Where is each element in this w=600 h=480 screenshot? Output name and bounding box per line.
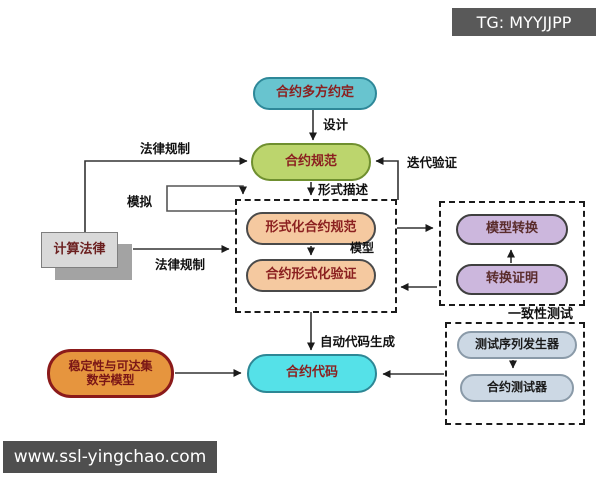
node-transform-proof[interactable]: 转换证明 (456, 264, 568, 295)
label-formal-description: 形式描述 (318, 182, 369, 197)
contract-testing-group-box (445, 322, 585, 425)
math-model-line1: 稳定性与可达集 (68, 358, 153, 373)
node-contract-spec[interactable]: 合约规范 (251, 143, 371, 181)
edge-legal-regulation-top (84, 157, 248, 232)
telegram-watermark: TG: MYYJJPP (452, 8, 596, 36)
node-contract-tester[interactable]: 合约测试器 (460, 374, 574, 402)
label-design: 设计 (323, 117, 349, 132)
node-multiparty-agreement[interactable]: 合约多方约定 (253, 77, 377, 110)
consistency-test-group-box (439, 201, 585, 306)
node-contract-code[interactable]: 合约代码 (247, 354, 377, 393)
math-model-line2: 数学模型 (86, 372, 135, 387)
node-formal-contract-spec[interactable]: 形式化合约规范 (246, 212, 376, 245)
label-legal-regulation-top: 法律规制 (140, 141, 191, 156)
label-iterative-verification: 迭代验证 (407, 155, 458, 170)
node-math-model[interactable]: 稳定性与可达集 数学模型 (47, 349, 174, 398)
node-computational-law[interactable]: 计算法律 (41, 232, 118, 268)
node-model-transform[interactable]: 模型转换 (456, 214, 568, 245)
node-test-sequence-generator[interactable]: 测试序列发生器 (457, 331, 577, 359)
edge-simulation-loop (166, 185, 247, 212)
label-model: 模型 (350, 241, 375, 255)
node-contract-formal-verification[interactable]: 合约形式化验证 (246, 259, 376, 292)
label-simulation: 模拟 (127, 194, 153, 209)
label-legal-regulation-bottom: 法律规制 (155, 257, 206, 272)
label-auto-code-gen: 自动代码生成 (320, 334, 396, 349)
website-watermark: www.ssl-yingchao.com (3, 441, 217, 473)
formal-model-group-box (235, 199, 397, 313)
edge-iterative-verification (375, 157, 399, 200)
label-consistency-testing: 一致性测试 (508, 307, 574, 322)
